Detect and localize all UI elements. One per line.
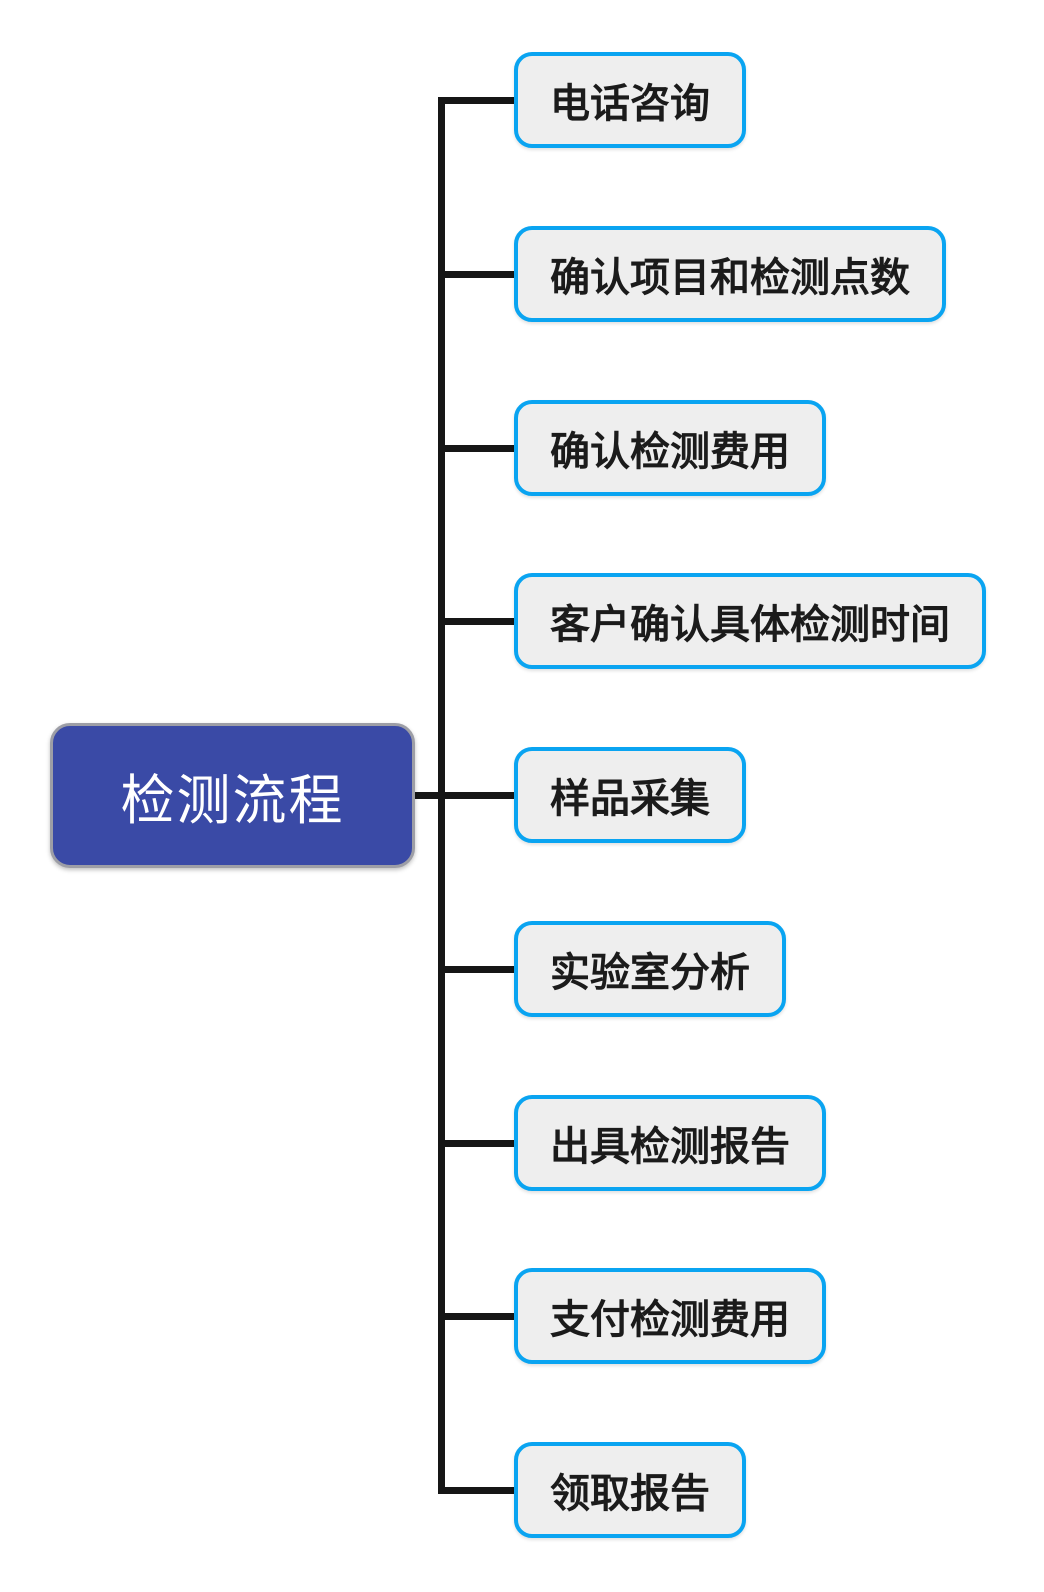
branch-connector-line bbox=[441, 445, 516, 452]
node-label: 电话咨询 bbox=[550, 82, 710, 126]
node-laboratory-analysis[interactable]: 实验室分析 bbox=[514, 921, 786, 1017]
root-connector-line bbox=[408, 792, 442, 799]
branch-connector-line bbox=[441, 97, 516, 104]
root-node-testing-process[interactable]: 检测流程 bbox=[50, 723, 415, 868]
node-confirm-testing-fee[interactable]: 确认检测费用 bbox=[514, 400, 826, 496]
node-issue-test-report[interactable]: 出具检测报告 bbox=[514, 1095, 826, 1191]
branch-connector-line bbox=[441, 1313, 516, 1320]
branch-connector-line bbox=[441, 792, 516, 799]
node-label: 出具检测报告 bbox=[550, 1125, 790, 1169]
node-confirm-items-and-points[interactable]: 确认项目和检测点数 bbox=[514, 226, 946, 322]
node-label: 样品采集 bbox=[550, 777, 710, 821]
branch-connector-line bbox=[441, 966, 516, 973]
node-phone-inquiry[interactable]: 电话咨询 bbox=[514, 52, 746, 148]
node-customer-confirm-time[interactable]: 客户确认具体检测时间 bbox=[514, 573, 986, 669]
branch-connector-line bbox=[441, 271, 516, 278]
node-label: 客户确认具体检测时间 bbox=[550, 603, 950, 647]
branch-connector-line bbox=[441, 1487, 516, 1494]
node-label: 确认项目和检测点数 bbox=[550, 256, 910, 300]
node-label: 支付检测费用 bbox=[550, 1298, 790, 1342]
root-node-label: 检测流程 bbox=[120, 771, 345, 831]
branch-connector-line bbox=[441, 1140, 516, 1147]
node-label: 确认检测费用 bbox=[550, 430, 790, 474]
node-pay-testing-fee[interactable]: 支付检测费用 bbox=[514, 1268, 826, 1364]
node-collect-report[interactable]: 领取报告 bbox=[514, 1442, 746, 1538]
node-sample-collection[interactable]: 样品采集 bbox=[514, 747, 746, 843]
node-label: 实验室分析 bbox=[550, 951, 750, 995]
node-label: 领取报告 bbox=[550, 1472, 710, 1516]
branch-connector-line bbox=[441, 618, 516, 625]
